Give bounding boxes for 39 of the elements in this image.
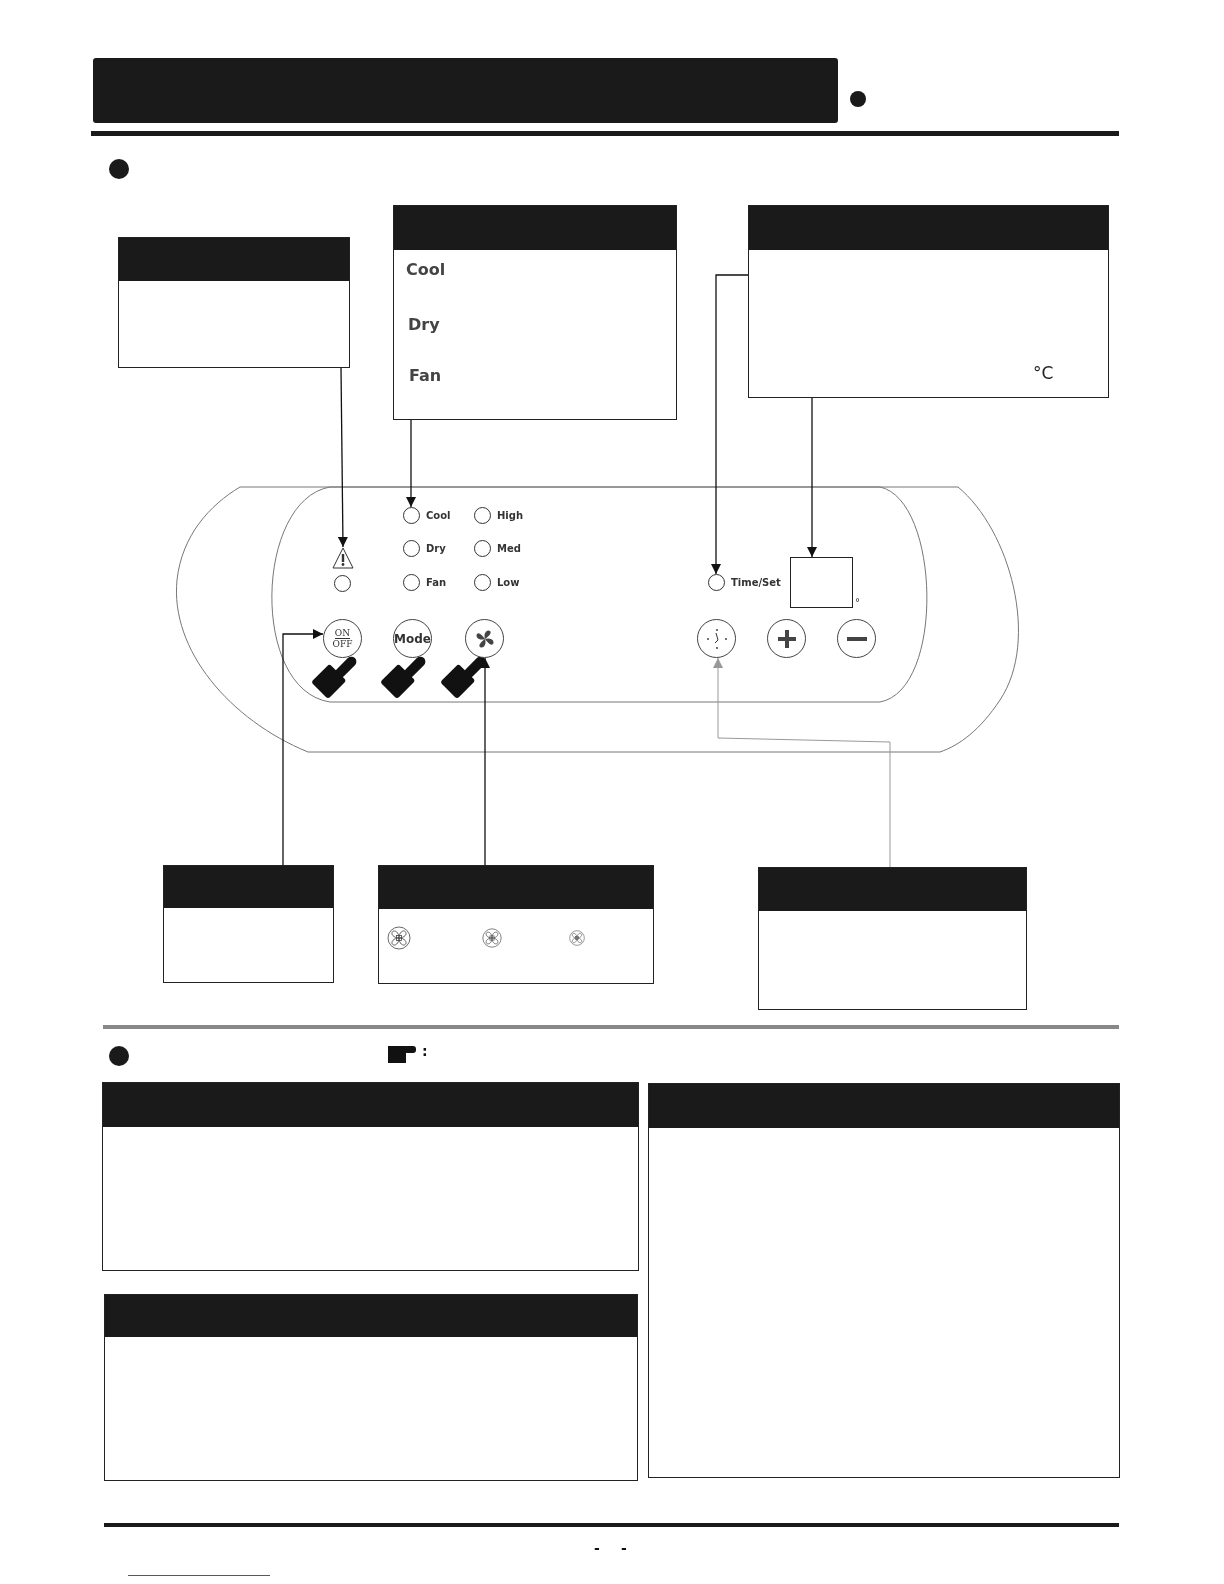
callout-text: Dry	[408, 315, 440, 334]
callout-text: °C	[1033, 363, 1054, 383]
indicator-label: Med	[497, 543, 521, 554]
callout-box	[118, 237, 350, 368]
indicator-label: Dry	[426, 543, 446, 554]
colon-mark: :	[422, 1043, 428, 1059]
degree-mark: °	[855, 597, 860, 608]
section-box	[648, 1083, 1120, 1478]
callout-box	[748, 205, 1109, 398]
section-box	[102, 1082, 639, 1271]
page-number-dash: -	[594, 1540, 600, 1556]
arrow	[406, 419, 416, 508]
arrow	[480, 657, 490, 866]
power-button: ON OFF	[323, 619, 362, 658]
indicator-label: High	[497, 510, 524, 521]
callout-text: Fan	[409, 366, 442, 385]
arrow	[713, 657, 891, 868]
callout-box	[393, 205, 677, 420]
arrow	[711, 274, 749, 575]
timer-button	[697, 619, 736, 658]
title-bar	[93, 58, 838, 123]
arrow	[337, 367, 348, 548]
callout-box	[758, 867, 1027, 1010]
arrow	[282, 629, 324, 866]
callout-box	[378, 865, 654, 984]
indicator-light	[334, 575, 351, 592]
indicator-label: Cool	[426, 510, 451, 521]
section-box	[104, 1294, 638, 1481]
indicator-label: Low	[497, 577, 520, 588]
callout-text: Cool	[406, 260, 446, 279]
indicator-label: Fan	[426, 577, 447, 588]
arrow	[807, 397, 817, 558]
plus-button	[767, 619, 806, 658]
callout-box	[163, 865, 334, 983]
indicator-label: Time/Set	[731, 577, 781, 588]
mode-button: Mode	[393, 619, 432, 658]
fan-speed-button	[465, 619, 504, 658]
page-number-dash: -	[621, 1540, 627, 1556]
minus-button	[837, 619, 876, 658]
